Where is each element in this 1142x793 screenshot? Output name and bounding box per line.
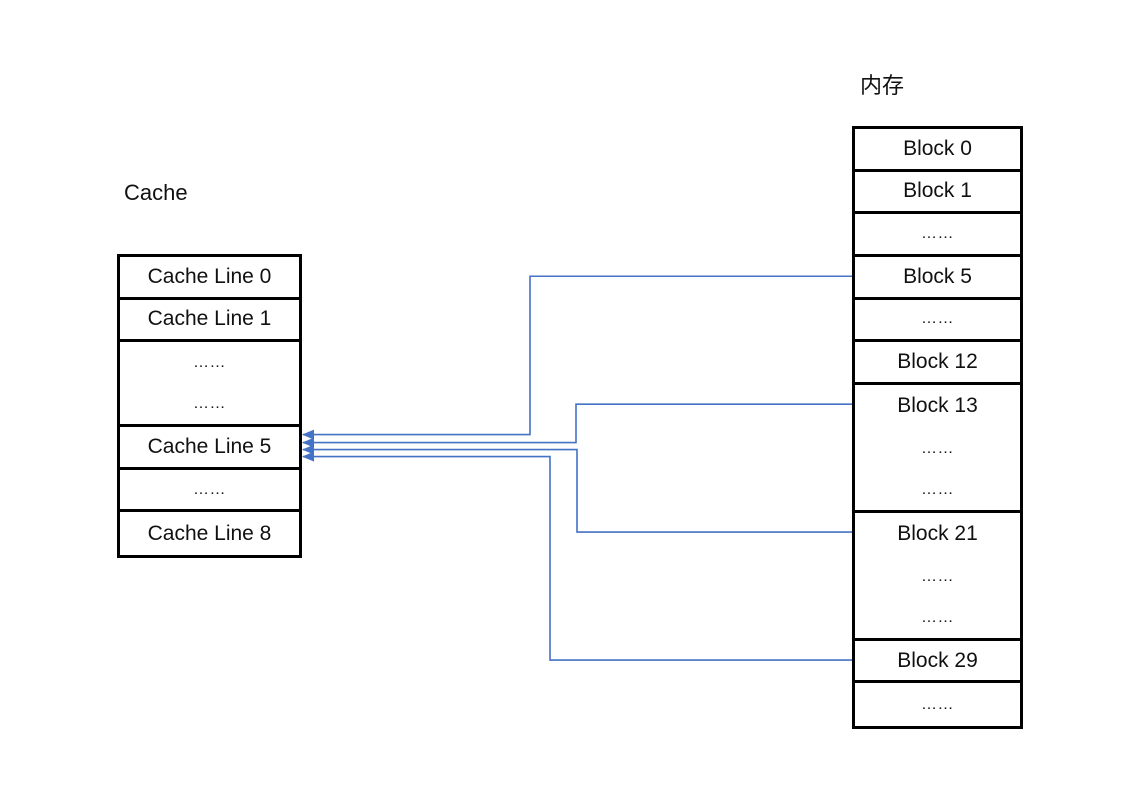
arrow-block-13-to-cache-line-5 — [302, 403, 852, 448]
memory-row-ellipsis-row: …… — [855, 214, 1020, 257]
arrow-block-29-to-cache-line-5 — [302, 451, 852, 661]
memory-row-ellipsis-row: …… — [855, 598, 1020, 641]
cache-row-cache-line-1: Cache Line 1 — [120, 300, 299, 343]
memory-row-ellipsis-row: …… — [921, 567, 954, 585]
cache-row-cache-line-8: Cache Line 8 — [147, 521, 272, 545]
cache-row-ellipsis-row: …… — [120, 385, 299, 428]
memory-row-ellipsis-row: …… — [855, 300, 1020, 343]
memory-row-block-29: Block 29 — [855, 641, 1020, 684]
memory-row-ellipsis-row: …… — [855, 470, 1020, 513]
memory-row-ellipsis-row: …… — [921, 439, 954, 457]
memory-row-block-12: Block 12 — [855, 342, 1020, 385]
memory-row-ellipsis-row: …… — [921, 695, 954, 713]
arrow-block-21-to-cache-line-5 — [302, 444, 852, 533]
cache-title: Cache — [124, 180, 188, 205]
cache-row-cache-line-5: Cache Line 5 — [120, 427, 299, 470]
memory-title: 内存 — [860, 73, 905, 98]
memory-row-block-0: Block 0 — [855, 129, 1020, 172]
memory-row-block-13: Block 13 — [897, 394, 978, 418]
cache-row-cache-line-0: Cache Line 0 — [120, 257, 299, 300]
cache-row-ellipsis-row: …… — [120, 470, 299, 513]
memory-row-block-1: Block 1 — [855, 172, 1020, 215]
memory-row-block-21: Block 21 — [897, 522, 978, 546]
arrow-block-5-to-cache-line-5 — [302, 275, 852, 440]
memory-row-block-5: Block 5 — [855, 257, 1020, 300]
cache-row-ellipsis-row: …… — [193, 354, 226, 372]
